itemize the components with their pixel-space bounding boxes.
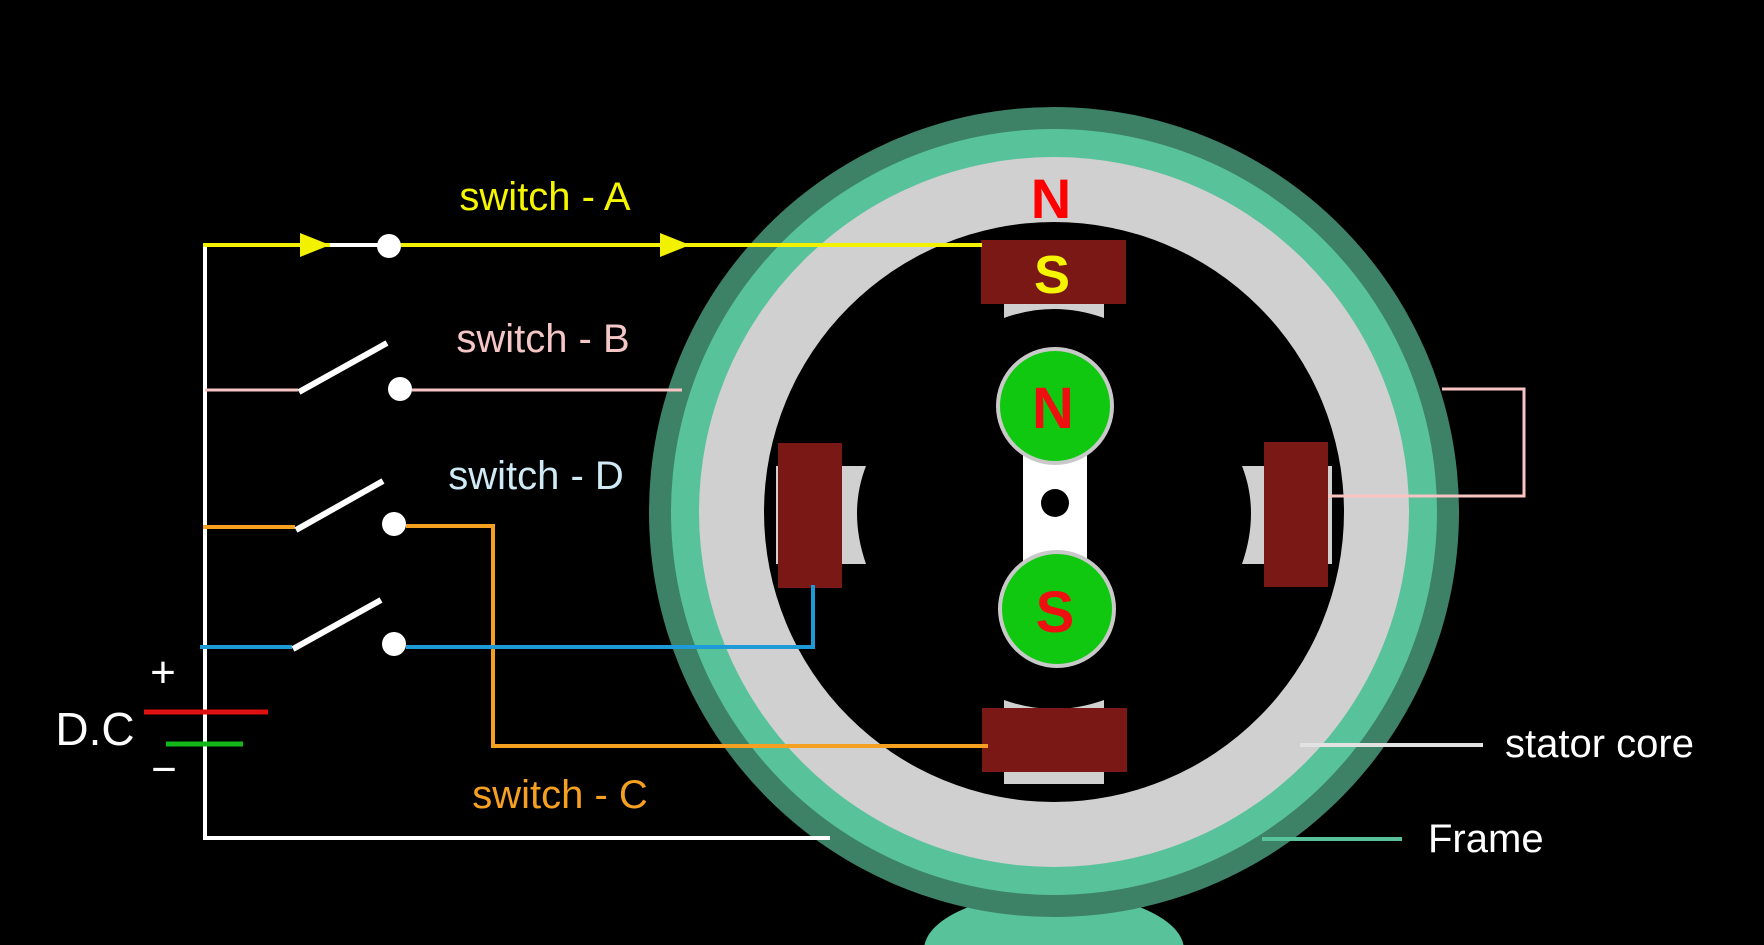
frame-label: Frame bbox=[1428, 817, 1544, 861]
dc-battery: + − D.C bbox=[55, 648, 268, 794]
switch-d-blade bbox=[294, 478, 385, 533]
rotor-s-label: S bbox=[1036, 580, 1075, 645]
arrow-icon bbox=[660, 233, 690, 257]
switch-a-contact bbox=[377, 234, 401, 258]
rotor-north-pole bbox=[996, 347, 1114, 465]
switch-c-label: switch - C bbox=[472, 773, 648, 817]
arrow-icon bbox=[300, 233, 330, 257]
switch-b-blade bbox=[297, 340, 389, 395]
battery-minus-sign: − bbox=[151, 745, 177, 794]
wire-d-route bbox=[406, 585, 815, 649]
rotor-n-label: N bbox=[1032, 376, 1074, 441]
rotor: N S bbox=[996, 347, 1116, 668]
stator-core-label: stator core bbox=[1505, 722, 1694, 766]
switch-c-blade bbox=[291, 597, 383, 652]
return-wire bbox=[203, 246, 830, 840]
switch-d-contact bbox=[382, 512, 406, 536]
switch-b-contact bbox=[388, 377, 412, 401]
switch-c-contact bbox=[382, 632, 406, 656]
dc-label: D.C bbox=[55, 703, 134, 755]
battery-plus-sign: + bbox=[150, 648, 176, 697]
wire-b-coil bbox=[1328, 387, 1526, 498]
stator-pole-n-label: N bbox=[1031, 167, 1071, 230]
stator-pole-s-label: S bbox=[1034, 245, 1070, 305]
top-pole-winding bbox=[981, 240, 1126, 304]
rotor-shaft bbox=[1041, 489, 1069, 517]
bottom-pole-winding bbox=[982, 708, 1127, 772]
wire-c-route bbox=[406, 524, 988, 748]
rotor-south-pole bbox=[998, 550, 1116, 668]
wiring bbox=[200, 233, 1526, 840]
switch-a-label: switch - A bbox=[459, 175, 630, 219]
switch-d-label: switch - D bbox=[448, 454, 624, 498]
switch-b-label: switch - B bbox=[456, 317, 629, 361]
left-pole-winding bbox=[778, 443, 842, 588]
right-pole-winding bbox=[1264, 442, 1328, 587]
